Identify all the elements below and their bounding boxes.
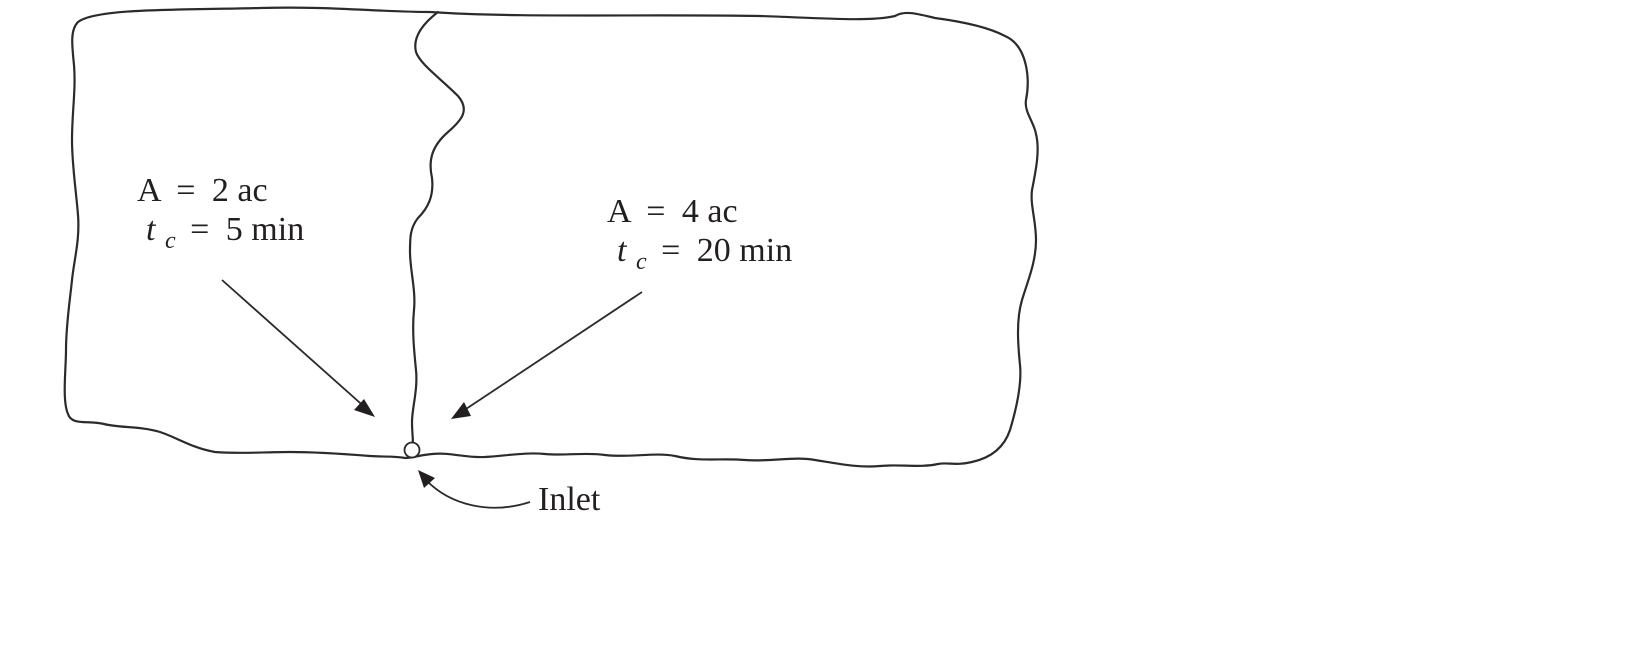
right-subarea-tc: t c = 20 min — [617, 232, 792, 277]
inlet-label: Inlet — [538, 481, 601, 518]
right-subarea-arrow-line — [459, 291, 643, 414]
left-subarea-arrow-line — [221, 279, 369, 411]
inlet-label-arrow — [425, 479, 531, 509]
left-subarea-arrowhead — [354, 399, 375, 417]
right-subarea-label: A = 4 ac t c = 20 min — [607, 193, 792, 277]
inlet-label-arrowhead — [418, 470, 435, 488]
drainage-divide — [408, 10, 465, 450]
right-subarea-area: A = 4 ac — [607, 193, 738, 230]
watershed-boundary — [63, 6, 1039, 468]
left-subarea-area: A = 2 ac — [137, 172, 268, 209]
left-subarea-label: A = 2 ac t c = 5 min — [137, 172, 304, 256]
right-subarea-arrowhead — [451, 402, 471, 419]
inlet-marker — [403, 441, 421, 459]
left-subarea-tc: t c = 5 min — [146, 211, 304, 256]
